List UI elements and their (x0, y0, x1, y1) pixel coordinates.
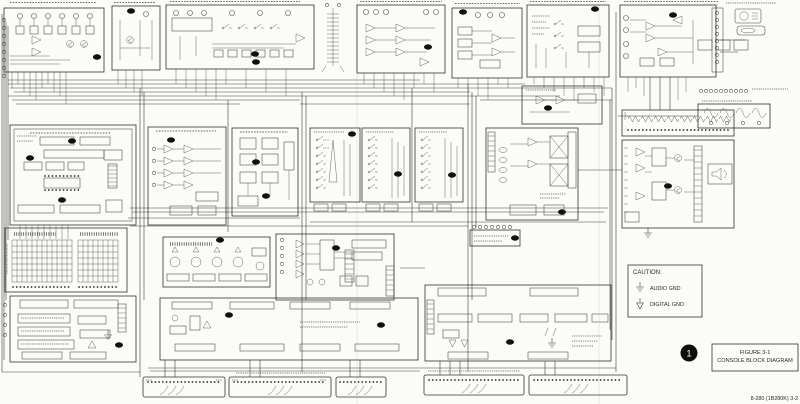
monitor-control-block (451, 2, 523, 79)
audio-ground-icon (636, 282, 644, 292)
buffer-amp-block (356, 0, 446, 74)
edge-connector-strip (528, 374, 628, 396)
mic-input-block (111, 1, 161, 71)
edge-connector-strip (228, 372, 332, 398)
fader-icon (328, 139, 338, 183)
digital-control-block (9, 124, 137, 239)
monitor-amp-block (621, 139, 735, 238)
speaker-icon (711, 167, 727, 181)
callout-balloons (93, 51, 259, 60)
bus-assign-block-1 (309, 127, 361, 212)
terminal-ladder-strip (321, 3, 345, 73)
figure-title: CONSOLE BLOCK DIAGRAM (717, 358, 793, 364)
doc-number: 8-280 (1B280K) 3-2 (751, 396, 798, 402)
caution-digital-label: DIGITAL GND (650, 302, 684, 308)
patch-bay-block (159, 297, 419, 361)
caution-heading: CAUTION: (633, 270, 662, 276)
edge-connector-strip (423, 370, 525, 396)
input-preamp-block (3, 1, 105, 73)
meter-module (697, 8, 766, 51)
monitor-output-jacks (699, 88, 788, 93)
io-header-block (469, 225, 521, 247)
edge-connector-strip (142, 376, 226, 398)
resistor-ladder-strip (621, 109, 735, 137)
line-amp-block (147, 126, 227, 226)
figure-balloon: 1 (680, 344, 698, 362)
fold-crease (598, 0, 600, 404)
keyboard-display-block (3, 295, 137, 363)
power-distribution-block (424, 284, 612, 362)
figure-balloon-number: 1 (686, 349, 691, 359)
line-input-block (165, 0, 315, 70)
digital-ground-icon (636, 298, 644, 310)
title-block: FIGURE 3-1 CONSOLE BLOCK DIAGRAM (711, 343, 799, 372)
vca-control-block (231, 127, 299, 217)
caution-audio-label: AUDIO GND (650, 286, 681, 292)
figure-number: FIGURE 3-1 (740, 350, 771, 356)
edge-connector-strip (335, 376, 387, 398)
vu-meter-icon (739, 11, 749, 21)
ground-icon (103, 329, 113, 340)
aux-send-subblock (521, 85, 603, 125)
interconnect-strip-block (344, 249, 355, 283)
ground-icon (643, 227, 653, 238)
bus-assign-block-2 (361, 127, 411, 212)
output-amp-block (619, 0, 718, 78)
caution-box: CAUTION: AUDIO GND DIGITAL GND (627, 264, 703, 318)
wiring-bus (1, 12, 745, 377)
ground-icon (547, 337, 557, 348)
crosspoint-matrix-block (4, 227, 128, 293)
routing-logic-block (275, 233, 395, 328)
summing-amp-block (162, 236, 271, 288)
dip-ic (43, 177, 81, 189)
bus-assign-block-3 (414, 127, 464, 212)
control-logic-block (526, 0, 610, 78)
master-section-block (485, 127, 579, 221)
output-connector-column (711, 2, 776, 73)
